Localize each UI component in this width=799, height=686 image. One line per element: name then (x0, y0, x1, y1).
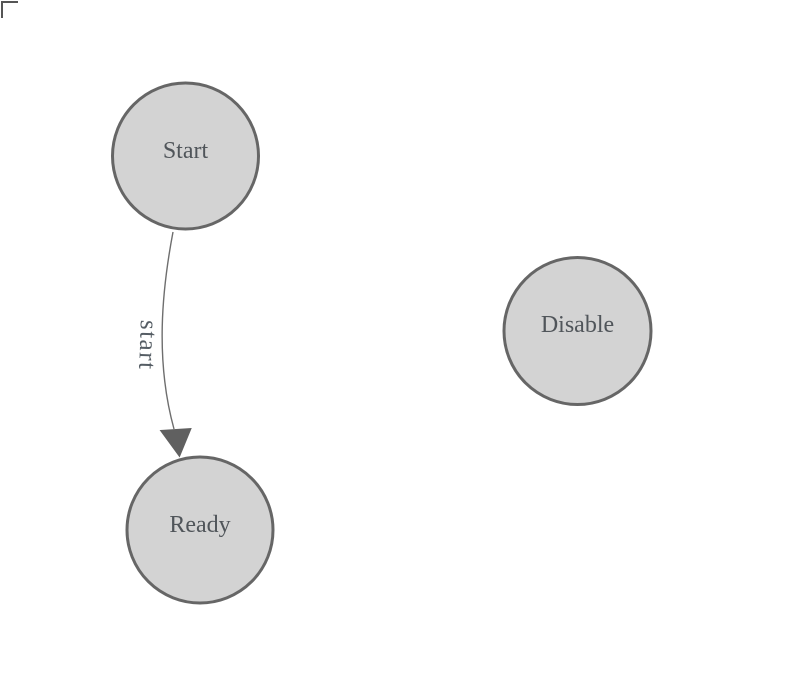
arrowhead-icon (159, 427, 192, 458)
node-start-circle[interactable] (111, 81, 260, 231)
edge-label: start (133, 320, 162, 371)
node-disable-circle[interactable] (502, 256, 653, 406)
node-disable[interactable]: Disable (502, 256, 653, 406)
node-start-label: Start (163, 138, 209, 164)
node-start[interactable]: Start (111, 81, 260, 231)
node-ready-label: Ready (169, 512, 230, 538)
paper-origin-corner-icon (1, 1, 18, 18)
edge-start-to-ready[interactable]: start (133, 231, 192, 458)
node-disable-label: Disable (541, 312, 614, 338)
node-ready[interactable]: Ready (125, 455, 275, 605)
node-ready-circle[interactable] (125, 455, 275, 605)
edge-path[interactable] (161, 231, 175, 430)
